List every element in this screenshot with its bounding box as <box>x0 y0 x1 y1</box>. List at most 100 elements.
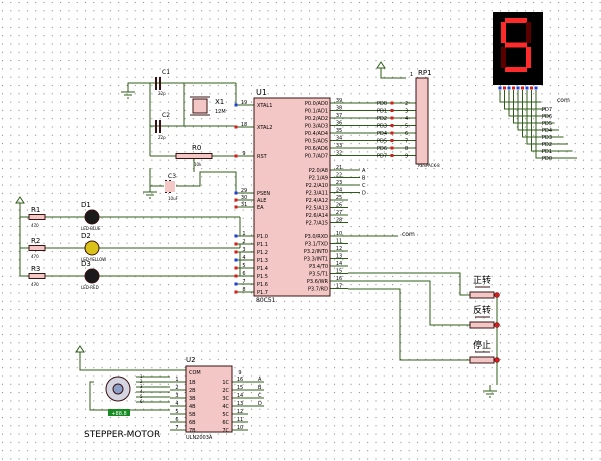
p0-pin-marker <box>390 101 394 105</box>
mcu-pin-marker <box>234 258 238 262</box>
seg-net-label: PD7 <box>542 107 552 113</box>
ground-crystal <box>121 86 135 99</box>
p2-net-label: C <box>362 183 366 189</box>
mcu-pin-number: 18 <box>241 122 247 128</box>
c1-ref: C1 <box>162 69 170 76</box>
mcu-pin-number: 35 <box>336 128 342 134</box>
mcu-pin-number: 23 <box>336 180 342 186</box>
driver-u2-part: ULN2003A <box>186 435 213 441</box>
c1-value: 22p <box>158 91 166 96</box>
power-rp1 <box>376 61 386 74</box>
motor-pin-number: 1 <box>140 374 143 379</box>
seg-pin-marker <box>525 86 529 90</box>
mcu-pin-label: P2.7/A15 <box>306 221 328 227</box>
mcu-pin-label: P2.1/A9 <box>309 176 328 182</box>
driver-pin-number: 11 <box>237 417 243 423</box>
p0-pin-marker <box>390 139 394 142</box>
c3-wire-right <box>176 171 237 193</box>
p0-wire-number: 5 <box>405 124 408 130</box>
led-resistor-ref: R3 <box>31 265 40 273</box>
segment-f <box>501 22 506 43</box>
p0-pin-marker <box>390 124 394 127</box>
led-part: LED-BLUE <box>81 226 101 231</box>
mcu-pin-number: 8 <box>242 287 245 293</box>
driver-pin-label: 3B <box>189 396 196 402</box>
crystal-x1 <box>192 98 208 114</box>
r0-resistor <box>175 153 213 159</box>
mcu-pin-label: P0.4/AD4 <box>305 131 328 137</box>
p0-net-label: PD2 <box>377 116 387 122</box>
led-resistor <box>28 273 46 279</box>
motor-readout: +88.8 <box>111 411 126 417</box>
p0-wire-number: 8 <box>405 146 408 152</box>
driver-pin-number: 5 <box>175 409 178 415</box>
p0-pin-marker <box>390 109 394 112</box>
seg-net-label: PD4 <box>542 128 552 134</box>
driver-pin-label: 6C <box>222 420 229 426</box>
driver-pin-label: 7B <box>189 428 196 434</box>
segment-a <box>505 18 527 23</box>
p0-net-label: PD7 <box>377 154 387 160</box>
led-resistor <box>28 245 46 251</box>
mcu-pin-label: P0.5/AD5 <box>305 139 328 145</box>
rp1-body <box>415 77 429 165</box>
mcu-pin-label: P2.0/A8 <box>309 168 328 174</box>
mcu-pin-label: XTAL2 <box>257 125 272 131</box>
driver-pin-number: 1 <box>175 377 178 383</box>
driver-pin-number: 7 <box>175 425 178 431</box>
mcu-pin-number: 38 <box>336 106 342 112</box>
mcu-pin-label: P2.5/A13 <box>306 206 328 212</box>
mcu-pin-label: P1.6 <box>257 282 268 288</box>
driver-pin-label: 3C <box>222 396 229 402</box>
mcu-pin-label: P0.1/AD1 <box>305 109 328 115</box>
mcu-pin-label: P3.3/INT1 <box>304 257 328 263</box>
driver-pin-number: 14 <box>237 393 243 399</box>
mcu-pin-number: 22 <box>336 173 342 179</box>
mcu-pin-label: P0.2/AD2 <box>305 116 328 122</box>
seg-pin-marker <box>530 86 533 90</box>
mcu-pin-number: 16 <box>336 276 342 282</box>
mcu-pin-marker <box>234 266 238 270</box>
mcu-pin-label: P2.4/A12 <box>306 198 328 204</box>
p0-wire-number: 3 <box>405 109 408 115</box>
driver-power-wire <box>79 358 186 371</box>
mcu-pin-number: 17 <box>336 284 342 290</box>
button-wire <box>348 280 470 326</box>
p0-wire-number: 4 <box>405 116 408 122</box>
mcu-pin-marker <box>234 191 238 195</box>
led-resistor <box>28 214 46 220</box>
mcu-pin-number: 10 <box>336 231 342 237</box>
mcu-u1-part: 80C51 <box>256 297 276 304</box>
segment-b <box>526 22 531 43</box>
mcu-pin-label: XTAL1 <box>257 103 272 109</box>
mcu-pin-marker <box>234 282 238 286</box>
driver-pin-label: 6B <box>189 420 196 426</box>
mcu-pin-number: 39 <box>336 98 342 104</box>
mcu-pin-number: 2 <box>242 239 245 245</box>
c3-value: 10uF <box>168 196 179 201</box>
p0-wire-number: 6 <box>405 131 408 137</box>
mcu-pin-label: P1.7 <box>257 290 268 296</box>
c2-value: 22p <box>158 135 166 140</box>
led-ref: D1 <box>81 201 91 209</box>
button-body <box>469 321 495 329</box>
motor-pin-number: 6 <box>140 399 143 404</box>
motor-rotor <box>112 383 124 395</box>
driver-pin-number: 3 <box>175 393 178 399</box>
driver-out-net: A <box>258 377 262 383</box>
driver-pin-label: 4C <box>222 404 229 410</box>
driver-pin-label: 7C <box>222 428 229 434</box>
com-net-label: com <box>402 231 415 238</box>
button-body <box>469 356 495 364</box>
motor-pin-number: 2 <box>140 379 143 384</box>
mcu-pin-label: P0.6/AD6 <box>305 146 328 152</box>
mcu-pin-number: 32 <box>336 151 342 157</box>
mcu-pin-number: 27 <box>336 210 342 216</box>
driver-out-net: D <box>258 401 262 407</box>
mcu-pin-marker <box>234 234 238 238</box>
c2-ref: C2 <box>162 112 170 119</box>
led-part: LED-YELLOW <box>81 257 106 262</box>
seg-net-label: PD0 <box>542 156 552 162</box>
driver-pin-label: 5C <box>222 412 229 418</box>
mcu-pin-label: P0.3/AD3 <box>305 124 328 130</box>
